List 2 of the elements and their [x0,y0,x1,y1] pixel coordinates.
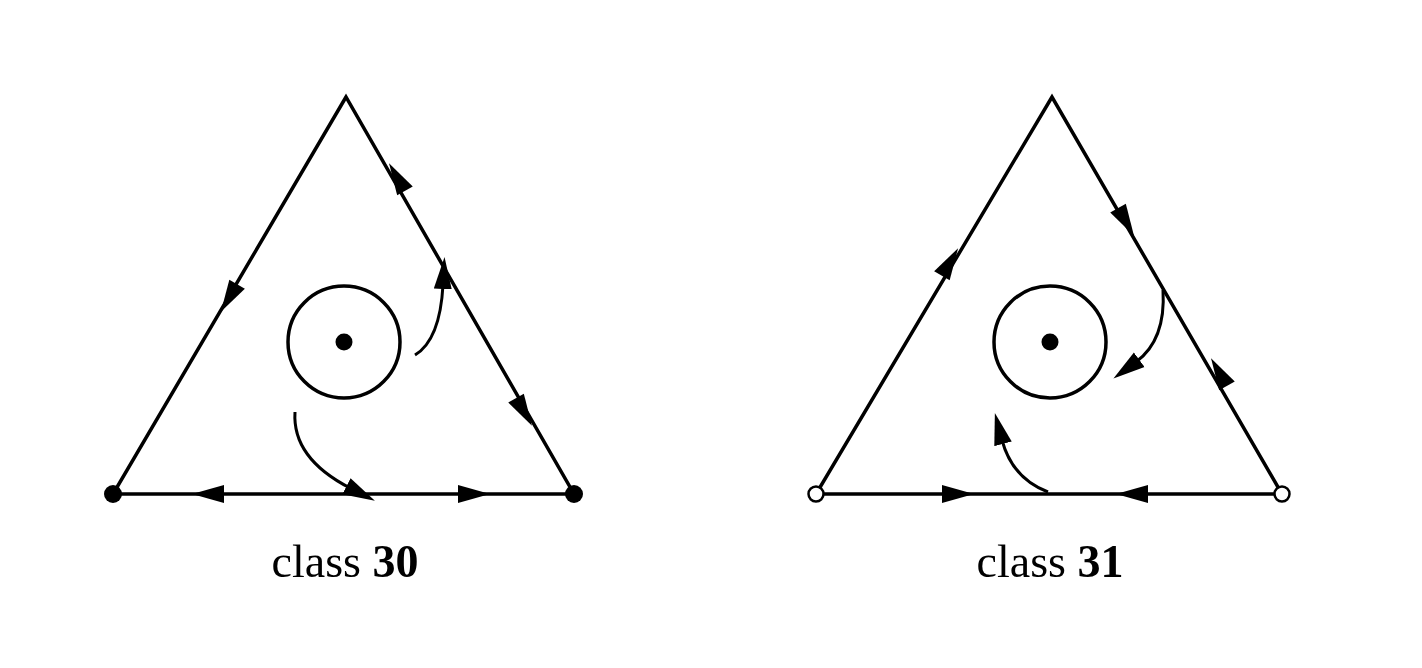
class-label: class 31 [976,537,1124,588]
class-label: class 30 [271,537,419,588]
